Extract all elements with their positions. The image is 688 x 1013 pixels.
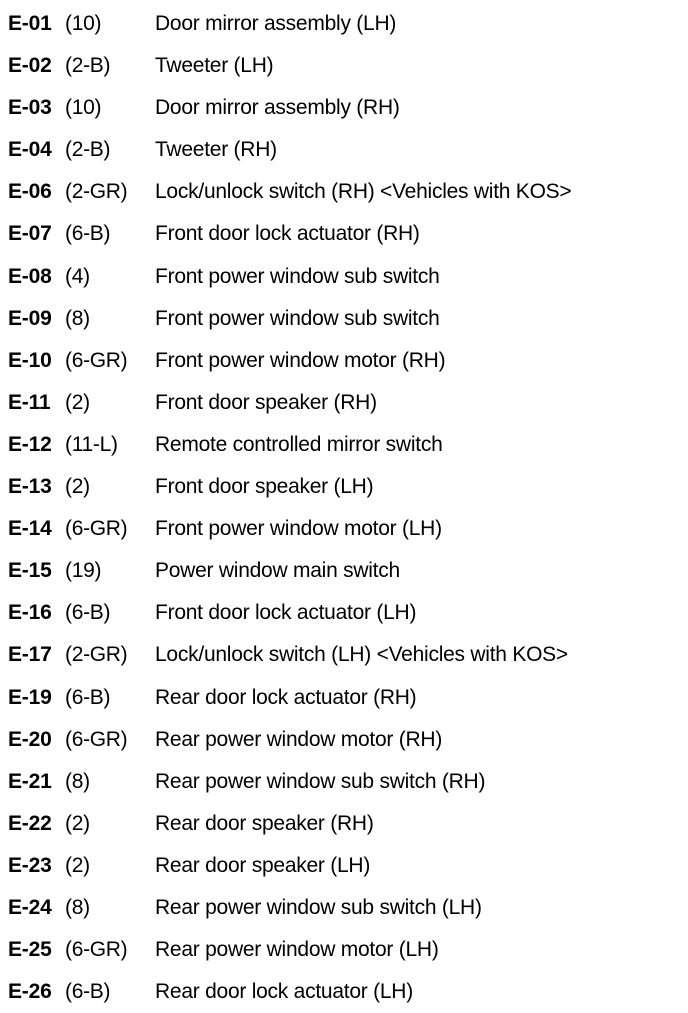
connector-pin-spec: (2) (65, 390, 90, 414)
connector-row: E-15 (19) Power window main switch (0, 550, 688, 592)
connector-pin-spec: (6-B) (65, 222, 111, 246)
connector-row: E-08 (4) Front power window sub switch (0, 256, 688, 298)
connector-code: E-04 (8, 138, 52, 162)
connector-row: E-03 (10) Door mirror assembly (RH) (0, 87, 688, 129)
connector-row: E-01 (10) Door mirror assembly (LH) (0, 3, 688, 45)
connector-code: E-02 (8, 54, 52, 78)
connector-description: Lock/unlock switch (RH) <Vehicles with K… (155, 180, 572, 204)
connector-pin-spec: (6-B) (65, 601, 111, 625)
connector-description: Rear door speaker (RH) (155, 811, 374, 835)
connector-code: E-10 (8, 348, 52, 372)
connector-pin-spec: (10) (65, 12, 102, 35)
connector-row: E-07 (6-B) Front door lock actuator (RH) (0, 213, 688, 255)
connector-description: Front power window sub switch (155, 306, 440, 330)
connector-code: E-25 (8, 938, 52, 962)
connector-pin-spec: (2-B) (65, 54, 111, 78)
connector-code: E-11 (8, 390, 51, 414)
connector-code: E-12 (8, 432, 52, 456)
connector-code: E-07 (8, 222, 52, 246)
connector-row: E-25 (6-GR) Rear power window motor (LH) (0, 929, 688, 971)
connector-code: E-08 (8, 264, 52, 288)
connector-pin-spec: (6-B) (65, 980, 111, 1004)
connector-code: E-13 (8, 475, 52, 499)
connector-description: Rear power window motor (RH) (155, 727, 443, 751)
connector-description: Front door lock actuator (LH) (155, 601, 417, 625)
connector-description: Rear door lock actuator (LH) (155, 980, 413, 1004)
connector-row: E-22 (2) Rear door speaker (RH) (0, 803, 688, 845)
connector-pin-spec: (2) (65, 853, 90, 877)
connector-row: E-04 (2-B) Tweeter (RH) (0, 129, 688, 171)
connector-row: E-12 (11-L) Remote controlled mirror switc… (0, 424, 688, 466)
connector-pin-spec: (8) (65, 769, 90, 793)
connector-code: E-23 (8, 853, 52, 877)
connector-description: Tweeter (RH) (155, 138, 277, 162)
connector-description: Remote controlled mirror switch (155, 432, 443, 456)
connector-code: E-21 (8, 769, 52, 793)
connector-description: Front power window motor (RH) (155, 348, 446, 372)
connector-row: E-06 (2-GR) Lock/unlock switch (RH) <Vehic… (0, 171, 688, 213)
connector-pin-spec: (2-GR) (65, 180, 128, 204)
connector-pin-spec: (2-B) (65, 138, 111, 162)
connector-description: Rear power window sub switch (LH) (155, 895, 482, 919)
connector-pin-spec: (4) (65, 264, 90, 288)
connector-description: Lock/unlock switch (LH) <Vehicles with K… (155, 643, 568, 667)
connector-description: Rear power window motor (LH) (155, 938, 439, 962)
connector-description: Rear door speaker (LH) (155, 853, 371, 877)
connector-code: E-14 (8, 517, 52, 541)
connector-code: E-17 (8, 643, 52, 667)
connector-row: E-17 (2-GR) Lock/unlock switch (LH) <Vehic… (0, 634, 688, 676)
connector-description: Front door speaker (RH) (155, 390, 377, 414)
connector-pin-spec: (6-GR) (65, 517, 128, 541)
connector-description: Tweeter (LH) (155, 54, 274, 78)
connector-row: E-19 (6-B) Rear door lock actuator (RH) (0, 677, 688, 719)
connector-description: Rear door lock actuator (RH) (155, 685, 417, 709)
connector-description: Front door lock actuator (RH) (155, 222, 420, 246)
connector-code: E-01 (8, 12, 52, 35)
connector-pin-spec: (10) (65, 96, 102, 120)
connector-code: E-22 (8, 811, 52, 835)
connector-code: E-16 (8, 601, 52, 625)
connector-description: Front power window motor (LH) (155, 517, 442, 541)
connector-pin-spec: (2) (65, 811, 90, 835)
connector-code: E-20 (8, 727, 52, 751)
connector-pin-spec: (6-GR) (65, 727, 128, 751)
connector-code: E-03 (8, 96, 52, 120)
connector-row: E-14 (6-GR) Front power window motor (LH) (0, 508, 688, 550)
connector-pin-spec: (2-GR) (65, 643, 128, 667)
connector-code: E-19 (8, 685, 52, 709)
connector-code: E-26 (8, 980, 52, 1004)
connector-description: Front door speaker (LH) (155, 475, 374, 499)
connector-row: E-10 (6-GR) Front power window motor (RH) (0, 340, 688, 382)
connector-description: Rear power window sub switch (RH) (155, 769, 486, 793)
connector-code: E-09 (8, 306, 52, 330)
connector-pin-spec: (6-GR) (65, 938, 128, 962)
connector-code: E-15 (8, 559, 52, 583)
connector-code: E-06 (8, 180, 52, 204)
connector-pin-spec: (8) (65, 895, 90, 919)
connector-row: E-23 (2) Rear door speaker (LH) (0, 845, 688, 887)
connector-pin-spec: (11-L) (65, 432, 118, 456)
connector-description: Door mirror assembly (RH) (155, 96, 400, 120)
connector-pin-spec: (19) (65, 559, 102, 583)
connector-row: E-26 (6-B) Rear door lock actuator (LH) (0, 971, 688, 1013)
connector-row: E-09 (8) Front power window sub switch (0, 298, 688, 340)
connector-description: Door mirror assembly (LH) (155, 12, 397, 35)
connector-description: Power window main switch (155, 559, 400, 583)
connector-description: Front power window sub switch (155, 264, 440, 288)
connector-row: E-21 (8) Rear power window sub switch (RH) (0, 761, 688, 803)
connector-row: E-02 (2-B) Tweeter (LH) (0, 45, 688, 87)
connector-code: E-24 (8, 895, 52, 919)
connector-pin-spec: (2) (65, 475, 90, 499)
connector-pin-spec: (6-GR) (65, 348, 128, 372)
connector-row: E-13 (2) Front door speaker (LH) (0, 466, 688, 508)
connector-row: E-20 (6-GR) Rear power window motor (RH) (0, 719, 688, 761)
connector-row: E-16 (6-B) Front door lock actuator (LH) (0, 592, 688, 634)
connector-row: E-11 (2) Front door speaker (RH) (0, 382, 688, 424)
connector-row: E-24 (8) Rear power window sub switch (LH) (0, 887, 688, 929)
connector-pin-spec: (6-B) (65, 685, 111, 709)
connector-pin-spec: (8) (65, 306, 90, 330)
